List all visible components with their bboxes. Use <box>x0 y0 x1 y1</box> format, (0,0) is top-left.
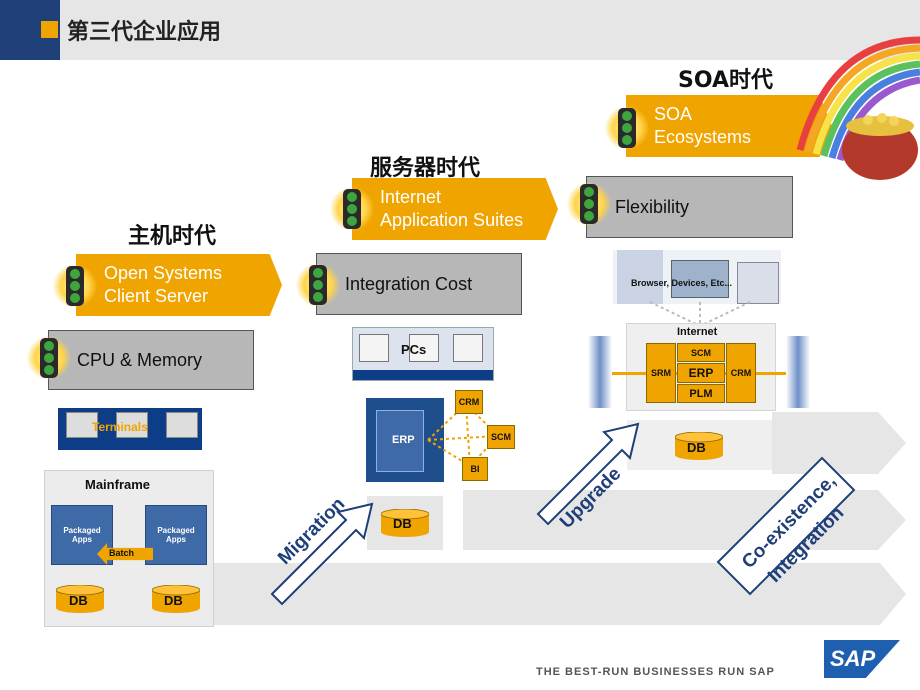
stair-middle-tip <box>878 490 906 550</box>
crm-block: CRM <box>726 343 756 403</box>
banner-internet-line1: Internet <box>380 187 442 207</box>
migration-arrow-icon <box>270 502 374 606</box>
packaged-apps-right: Packaged Apps <box>145 505 207 565</box>
banner-integration-cost-label: Integration Cost <box>345 273 473 294</box>
db-soa-label: DB <box>687 440 706 455</box>
bi-label: BI <box>470 464 480 474</box>
coexistence-box-icon <box>716 456 856 596</box>
soa-crm-label: CRM <box>730 368 752 378</box>
bus-post-left <box>588 336 612 408</box>
banner-cpu-memory: CPU & Memory <box>48 330 254 390</box>
device-links <box>649 301 751 327</box>
rainbow-pot-icon <box>796 36 920 180</box>
mainframe-box: Mainframe Packaged Apps Packaged Apps Ba… <box>44 470 214 627</box>
era-server-title: 服务器时代 <box>370 156 481 181</box>
mainframe-title: Mainframe <box>85 477 151 492</box>
internet-label: Internet <box>677 326 718 338</box>
scm-block: SCM <box>677 343 725 362</box>
banner-open-systems-line1: Open Systems <box>104 263 223 283</box>
srm-block: SRM <box>646 343 676 403</box>
database-icon <box>381 509 429 537</box>
banner-integration-cost: Integration Cost <box>316 253 522 315</box>
batch-label: Batch <box>109 548 135 558</box>
database-icon <box>56 585 104 613</box>
banner-open-systems-line2: Client Server <box>104 286 209 306</box>
devices-image: Browser, Devices, Etc... <box>613 250 781 304</box>
plm-label: PLM <box>689 387 713 400</box>
packaged-apps-left-label: Packaged Apps <box>63 526 101 544</box>
crm-label: CRM <box>458 397 480 407</box>
banner-flexibility: Flexibility <box>586 176 793 238</box>
banner-cpu-memory-label: CPU & Memory <box>77 349 203 370</box>
db-left-label: DB <box>69 593 88 608</box>
pcs-label: PCs <box>401 342 427 357</box>
banner-soa-line2: Ecosystems <box>654 127 752 147</box>
stair-top-tip <box>878 412 906 474</box>
traffic-light-icon <box>565 180 613 228</box>
soa-erp-label: ERP <box>688 366 714 380</box>
pcs-image: PCs <box>352 327 494 381</box>
stair-bottom-tip <box>880 563 906 625</box>
bus-post-right <box>786 336 810 408</box>
erp-block: ERP <box>677 363 725 383</box>
page-title: 第三代企业应用 <box>67 20 222 45</box>
db-server-label: DB <box>393 516 412 531</box>
terminals-label: Terminals <box>92 420 148 434</box>
bi-node: BI <box>462 457 488 481</box>
traffic-light-icon <box>328 185 376 233</box>
era-soa-title: SOA时代 <box>678 68 773 93</box>
sap-logo-text: SAP <box>830 646 876 671</box>
devices-label: Browser, Devices, Etc... <box>631 278 733 288</box>
banner-flexibility-label: Flexibility <box>615 196 690 217</box>
traffic-light-icon <box>294 261 342 309</box>
terminals-image: Terminals <box>58 408 202 450</box>
erp-label: ERP <box>392 434 415 446</box>
scm-node: SCM <box>487 425 515 449</box>
database-icon <box>152 585 200 613</box>
srm-label: SRM <box>651 368 671 378</box>
database-icon <box>675 432 723 460</box>
traffic-light-icon <box>25 334 73 382</box>
batch-arrow <box>97 543 153 565</box>
soa-scm-label: SCM <box>691 347 711 358</box>
traffic-light-icon <box>51 262 99 310</box>
banner-soa-line1: SOA <box>654 104 693 124</box>
header-square-icon <box>41 21 58 38</box>
plm-block: PLM <box>677 384 725 403</box>
footer-tagline: THE BEST-RUN BUSINESSES RUN SAP <box>536 666 775 678</box>
era-mainframe-title: 主机时代 <box>128 224 217 249</box>
header-bar <box>0 0 920 60</box>
banner-internet-line2: Application Suites <box>380 210 524 230</box>
db-right-label: DB <box>164 593 183 608</box>
packaged-apps-right-label: Packaged Apps <box>157 526 195 544</box>
scm-label: SCM <box>491 432 511 442</box>
traffic-light-icon <box>603 104 651 152</box>
sap-logo: SAP <box>824 640 900 678</box>
upgrade-arrow-icon <box>536 422 640 526</box>
crm-node: CRM <box>455 390 483 414</box>
